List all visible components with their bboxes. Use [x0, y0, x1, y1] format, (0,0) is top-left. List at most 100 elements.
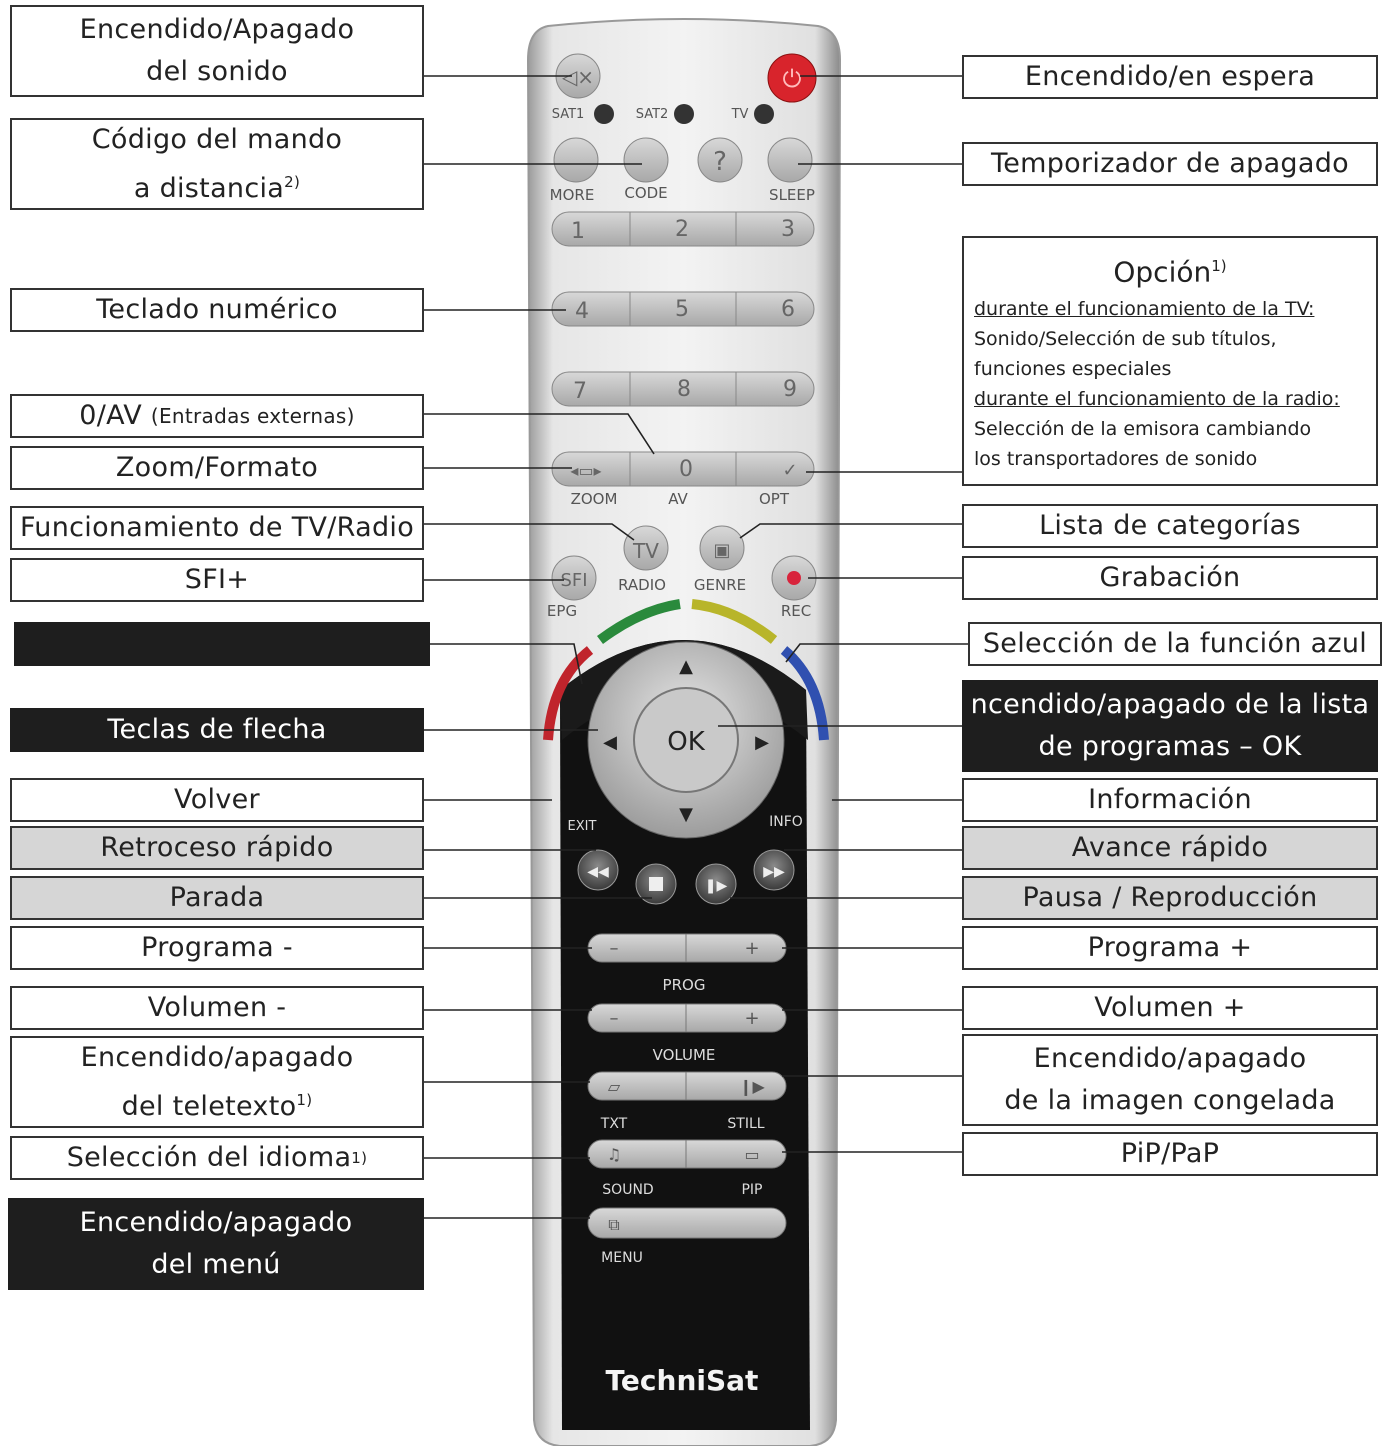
digit-0: 0 [679, 457, 693, 482]
prog-rocker: – + [587, 933, 787, 963]
label-zoom: Zoom/Formato [10, 446, 424, 490]
svg-text:ZOOM: ZOOM [571, 490, 618, 508]
label-arrow-keys: Teclas de flecha [10, 708, 424, 752]
numpad: 1 2 3 4 5 6 7 8 9 0 ◂▭▸ ✓ [551, 211, 815, 487]
svg-text:PIP: PIP [741, 1182, 762, 1198]
svg-text:REC: REC [781, 602, 811, 620]
label-standby: Encendido/en espera [962, 55, 1378, 99]
svg-text:SLEEP: SLEEP [769, 186, 815, 204]
label-back: Volver [10, 778, 424, 822]
label-sfi: SFI+ [10, 558, 424, 602]
sound-pip-rocker: ♫ ▭ [587, 1139, 787, 1169]
code-button [623, 137, 669, 183]
sat1-label: SAT1 [552, 107, 585, 122]
svg-text:EXIT: EXIT [568, 819, 597, 834]
svg-text:◂▭▸: ◂▭▸ [570, 461, 601, 480]
svg-text:STILL: STILL [727, 1116, 764, 1132]
svg-text:+: + [744, 1008, 759, 1029]
svg-text:✓: ✓ [782, 460, 797, 481]
digit-6: 6 [781, 297, 795, 322]
label-ffwd: Avance rápido [962, 826, 1378, 870]
digit-7: 7 [573, 379, 587, 404]
digit-1: 1 [571, 219, 585, 244]
svg-text:PROG: PROG [663, 976, 706, 994]
svg-text:GENRE: GENRE [694, 576, 746, 594]
svg-text:▼: ▼ [679, 804, 693, 825]
svg-text:❙▶: ❙▶ [739, 1077, 765, 1096]
red-key [543, 646, 594, 741]
sleep-button [767, 137, 813, 183]
svg-text:◀◀: ◀◀ [587, 864, 609, 880]
svg-text:OPT: OPT [759, 490, 790, 508]
label-pause-play: Pausa / Reproducción [962, 876, 1378, 920]
svg-text:TV: TV [632, 539, 659, 563]
tv-mode-label: TV [731, 107, 749, 122]
svg-text:❚▶: ❚▶ [705, 878, 728, 894]
svg-text:SOUND: SOUND [602, 1182, 653, 1198]
brand-logo: TechniSat [606, 1364, 759, 1397]
digit-8: 8 [677, 377, 691, 402]
label-info: Información [962, 778, 1378, 822]
ok-button [633, 687, 739, 793]
digit-4: 4 [575, 299, 589, 324]
svg-text:◀: ◀ [603, 732, 617, 753]
label-vol-plus: Volumen + [962, 986, 1378, 1030]
svg-text:MORE: MORE [550, 186, 595, 204]
svg-text:MENU: MENU [601, 1250, 643, 1266]
svg-text:▶: ▶ [755, 732, 769, 753]
label-option: Opción1) durante el funcionamiento de la… [962, 236, 1378, 486]
label-prog-plus: Programa + [962, 926, 1378, 970]
ffwd-button [753, 849, 795, 891]
yellow-key [691, 599, 778, 644]
svg-text:CODE: CODE [624, 184, 667, 202]
label-sleep: Temporizador de apagado [962, 142, 1378, 186]
help-button [697, 137, 743, 183]
svg-text:⧉: ⧉ [608, 1215, 619, 1234]
sfi-button [551, 555, 597, 601]
digit-5: 5 [675, 297, 689, 322]
tv-radio-button [623, 525, 669, 571]
label-stop: Parada [10, 876, 424, 920]
svg-text:▱: ▱ [608, 1077, 621, 1096]
svg-text:EPG: EPG [547, 602, 577, 620]
green-key [597, 599, 681, 645]
label-genre: Lista de categorías [962, 504, 1378, 548]
pause-play-button [695, 863, 737, 905]
label-numpad: Teclado numérico [10, 288, 424, 332]
svg-text:SFI: SFI [560, 570, 587, 591]
svg-text:◁×: ◁× [561, 65, 594, 89]
leader-lines [424, 75, 968, 1219]
more-button [553, 137, 599, 183]
digit-9: 9 [783, 377, 797, 402]
svg-text:▭: ▭ [744, 1145, 759, 1164]
svg-text:▲: ▲ [679, 656, 693, 677]
svg-text:⏻: ⏻ [783, 65, 802, 93]
label-prog-minus: Programa - [10, 926, 424, 970]
digit-2: 2 [675, 217, 689, 242]
label-rec: Grabación [962, 556, 1378, 600]
svg-text:+: + [744, 938, 759, 959]
svg-text:OK: OK [667, 727, 705, 757]
genre-button [699, 525, 745, 571]
svg-text:INFO: INFO [769, 814, 803, 830]
sat2-label: SAT2 [636, 107, 669, 122]
svg-text:TXT: TXT [600, 1116, 628, 1132]
svg-text:VOLUME: VOLUME [653, 1046, 716, 1064]
svg-text:▣: ▣ [713, 540, 730, 561]
svg-text:–: – [610, 1008, 619, 1029]
label-vol-minus: Volumen - [10, 986, 424, 1030]
svg-text:▶▶: ▶▶ [763, 864, 785, 880]
label-blue-function: Selección de la función azul [968, 622, 1382, 666]
menu-bar [587, 1207, 787, 1239]
svg-text:–: – [610, 938, 619, 959]
label-pip: PiP/PaP [962, 1132, 1378, 1176]
svg-text:RADIO: RADIO [618, 576, 666, 594]
txt-still-rocker: ▱ ❙▶ [587, 1071, 787, 1101]
